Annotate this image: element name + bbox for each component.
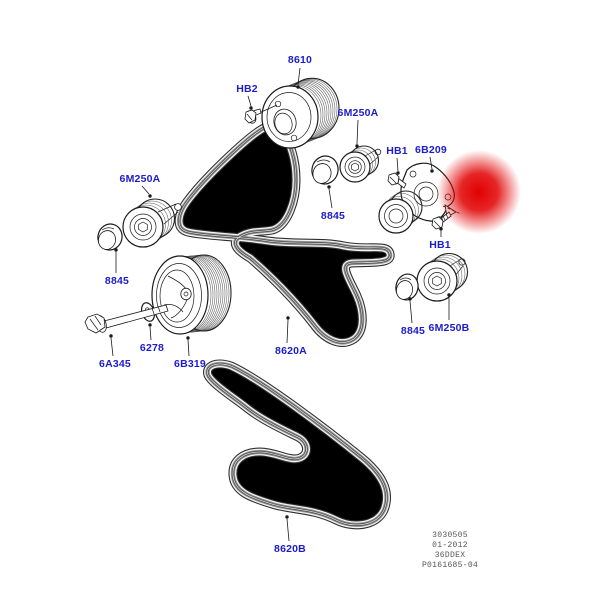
reference-block: 3030505 01-2012 36DDEX P0161685-04 xyxy=(398,531,502,571)
callout-8845-right[interactable]: 8845 xyxy=(400,325,426,337)
red-highlight xyxy=(437,150,521,234)
bolt-6a345 xyxy=(84,304,169,334)
callout-8610[interactable]: 8610 xyxy=(287,54,313,66)
callout-6278[interactable]: 6278 xyxy=(139,342,165,354)
callout-8620a[interactable]: 8620A xyxy=(275,345,307,357)
pulley-8610 xyxy=(261,77,340,149)
idler-6m250a-left xyxy=(122,198,182,248)
callout-hb2[interactable]: HB2 xyxy=(236,83,258,95)
leader-lines xyxy=(109,67,451,542)
callout-hb1-top[interactable]: HB1 xyxy=(386,145,408,157)
cap-8845-left xyxy=(97,223,123,251)
pulley-6b319 xyxy=(151,254,232,335)
reference-line-1: 3030505 xyxy=(432,531,468,540)
callout-6m250a-top[interactable]: 6M250A xyxy=(337,107,379,119)
callout-6b209[interactable]: 6B209 xyxy=(415,144,447,156)
callout-8620b[interactable]: 8620B xyxy=(274,543,306,555)
idler-6m250b xyxy=(416,252,469,302)
callout-hb1-bottom[interactable]: HB1 xyxy=(429,239,451,251)
bolt-hb1-top xyxy=(387,172,407,189)
callout-6m250b[interactable]: 6M250B xyxy=(428,322,470,334)
callout-6m250a-left[interactable]: 6M250A xyxy=(119,173,161,185)
bolt-hb2 xyxy=(244,104,278,124)
reference-line-4: P0161685-04 xyxy=(421,561,479,570)
callout-6a345[interactable]: 6A345 xyxy=(99,358,131,370)
callout-8845-left[interactable]: 8845 xyxy=(104,275,130,287)
callout-6b319[interactable]: 6B319 xyxy=(174,358,206,370)
reference-line-2: 01-2012 xyxy=(432,541,468,550)
cap-8845-middle xyxy=(311,155,339,185)
callout-8845-middle[interactable]: 8845 xyxy=(320,210,346,222)
belt-8620b xyxy=(208,364,387,525)
reference-line-3: 36DDEX xyxy=(434,551,466,560)
idler-6m250a-top xyxy=(339,145,382,183)
belt-8620a xyxy=(179,127,390,343)
cap-8845-right xyxy=(395,273,419,301)
